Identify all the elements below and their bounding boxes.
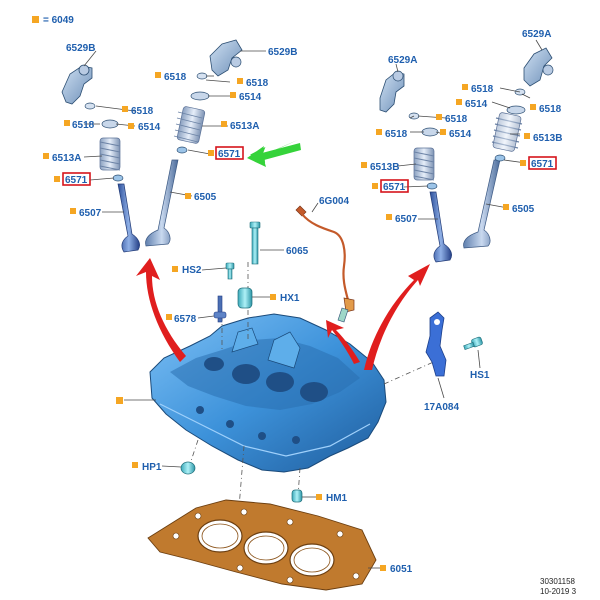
right-valvetrain-group [379, 47, 554, 263]
plug-icon [291, 489, 303, 503]
rocker-arm-icon [209, 39, 243, 77]
seal-icon [190, 91, 210, 101]
retainer-icon [494, 154, 506, 162]
spring-icon [413, 147, 435, 181]
plug-icon [180, 461, 196, 475]
label-6513b: 6513B [533, 133, 562, 144]
lash-adjuster-icon [542, 64, 554, 76]
footer-date: 10-2019 3 [540, 587, 577, 596]
right-labels: 6529A 6529A 6518 6518 6514 6513B 6571 65… [361, 29, 562, 225]
lash-adjuster-icon [230, 56, 242, 68]
legend-bullet [32, 16, 39, 23]
arrow-icon [326, 320, 360, 364]
valve-icon [117, 183, 140, 253]
label-hp1: HP1 [142, 462, 162, 473]
legend-text: = 6049 [43, 15, 74, 26]
label-6514: 6514 [239, 92, 262, 103]
arrow-icon [247, 143, 301, 167]
label-6514: 6514 [138, 122, 161, 133]
footer-id: 30301158 [540, 577, 576, 586]
label-6571: 6571 [383, 182, 406, 193]
right-leaders [395, 39, 543, 220]
label-6518: 6518 [246, 78, 269, 89]
label-6513a: 6513A [52, 153, 81, 164]
retainer-icon [176, 146, 188, 154]
label-6518: 6518 [131, 106, 154, 117]
label-6513b: 6513B [370, 162, 399, 173]
plug-icon [237, 287, 253, 309]
gasket-icon [147, 499, 377, 591]
left-labels: 6529B 6518 6518 6514 6513A 6571 6507 650… [43, 43, 297, 219]
spring-icon [491, 112, 523, 152]
seal-icon [506, 105, 526, 115]
left-valvetrain-group [61, 39, 243, 253]
label-6529a: 6529A [388, 55, 417, 66]
bolt-icon [225, 262, 235, 280]
label-6518: 6518 [539, 104, 562, 115]
label-6518: 6518 [385, 129, 408, 140]
label-6571: 6571 [218, 149, 241, 160]
label-6514: 6514 [449, 129, 472, 140]
keeper-icon [84, 102, 96, 110]
label-6507: 6507 [395, 214, 418, 225]
lash-adjuster-icon [392, 70, 404, 82]
seal-icon [421, 127, 439, 137]
label-hs2: HS2 [182, 265, 202, 276]
arrow-icon [364, 264, 430, 370]
label-6529a: 6529A [522, 29, 551, 40]
spring-icon [99, 137, 121, 171]
label-6518: 6518 [445, 114, 468, 125]
valve-icon [145, 159, 179, 247]
valve-icon [429, 191, 452, 263]
label-6518: 6518 [72, 120, 95, 131]
sensor-icon [295, 205, 355, 323]
label-17a084: 17A084 [424, 402, 459, 413]
retainer-icon [426, 182, 438, 190]
valve-seal-tool-icon [213, 295, 227, 323]
lash-adjuster-icon [78, 64, 90, 76]
bolt-icon [463, 336, 483, 350]
label-6065: 6065 [286, 246, 309, 257]
label-hx1: HX1 [280, 293, 300, 304]
label-6571: 6571 [65, 175, 88, 186]
rocker-arm-icon [61, 65, 93, 105]
label-6507: 6507 [79, 208, 102, 219]
label-6518: 6518 [471, 84, 494, 95]
label-6513a: 6513A [230, 121, 259, 132]
label-6571: 6571 [531, 159, 554, 170]
retainer-icon [112, 174, 124, 182]
label-6051: 6051 [390, 564, 413, 575]
label-6578: 6578 [174, 314, 197, 325]
label-6505: 6505 [194, 192, 217, 203]
rocker-arm-icon [379, 71, 405, 113]
rocker-arm-icon [523, 47, 553, 87]
label-hm1: HM1 [326, 493, 348, 504]
label-6518: 6518 [164, 72, 187, 83]
spring-icon [173, 106, 206, 144]
arrow-icon [136, 258, 186, 362]
label-6505: 6505 [512, 204, 535, 215]
label-6514: 6514 [465, 99, 488, 110]
label-6g004: 6G004 [319, 196, 349, 207]
label-hs1: HS1 [470, 370, 490, 381]
keeper-icon [196, 72, 208, 80]
cylinder-head-icon [149, 313, 387, 473]
bracket-icon [425, 311, 447, 377]
valve-icon [463, 159, 501, 249]
label-6529b: 6529B [268, 47, 297, 58]
bolt-icon [249, 221, 261, 265]
label-6529b: 6529B [66, 43, 95, 54]
seal-icon [101, 119, 119, 129]
